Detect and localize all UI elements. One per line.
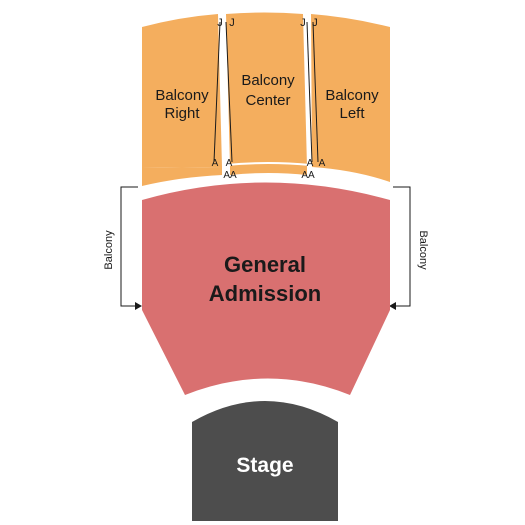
row-a-marker-4: A [319,158,326,169]
balcony-left-section[interactable] [311,14,390,182]
general-admission-label-line2: Admission [209,281,321,306]
row-a-marker-3: A [307,158,314,169]
row-j-marker-2: J [229,17,235,29]
side-balcony-left-label: Balcony [103,230,115,270]
balcony-left-label-line1: Balcony [325,87,379,104]
row-j-marker-1: J [217,17,223,29]
arrow-left-icon [389,302,396,310]
balcony-right-section[interactable] [142,14,222,168]
balcony-left-label-line2: Left [339,105,365,122]
side-balcony-right-label: Balcony [417,230,429,270]
general-admission-area: General Admission [142,182,390,396]
balcony-center-label-line1: Balcony [241,72,295,89]
row-aa-marker-1: AA [223,170,237,181]
side-balcony-right: Balcony [389,186,429,310]
balcony-right-label-line1: Balcony [155,87,209,104]
row-aa-marker-2: AA [301,170,315,181]
stage-label: Stage [236,454,293,477]
balcony-right-label-line2: Right [164,105,200,122]
row-j-marker-3: J [300,17,306,29]
balcony-right-tail [142,167,222,186]
balcony-area: J J J J A A A A AA AA Balcony Right Balc… [142,12,390,186]
general-admission-section[interactable] [142,182,390,396]
arrow-right-icon [135,302,142,310]
balcony-front-rail [225,162,311,166]
side-balcony-left: Balcony [103,186,142,310]
balcony-center-section[interactable] [226,12,307,168]
aisle-lines [213,21,319,163]
stage-section [192,401,338,521]
row-j-marker-4: J [312,17,318,29]
balcony-center-label-line2: Center [245,92,290,109]
row-a-marker-2: A [226,158,233,169]
balcony-center-tail [230,167,307,175]
stage-area: Stage [192,401,338,521]
row-a-marker-1: A [212,158,219,169]
general-admission-label-line1: General [224,252,306,277]
